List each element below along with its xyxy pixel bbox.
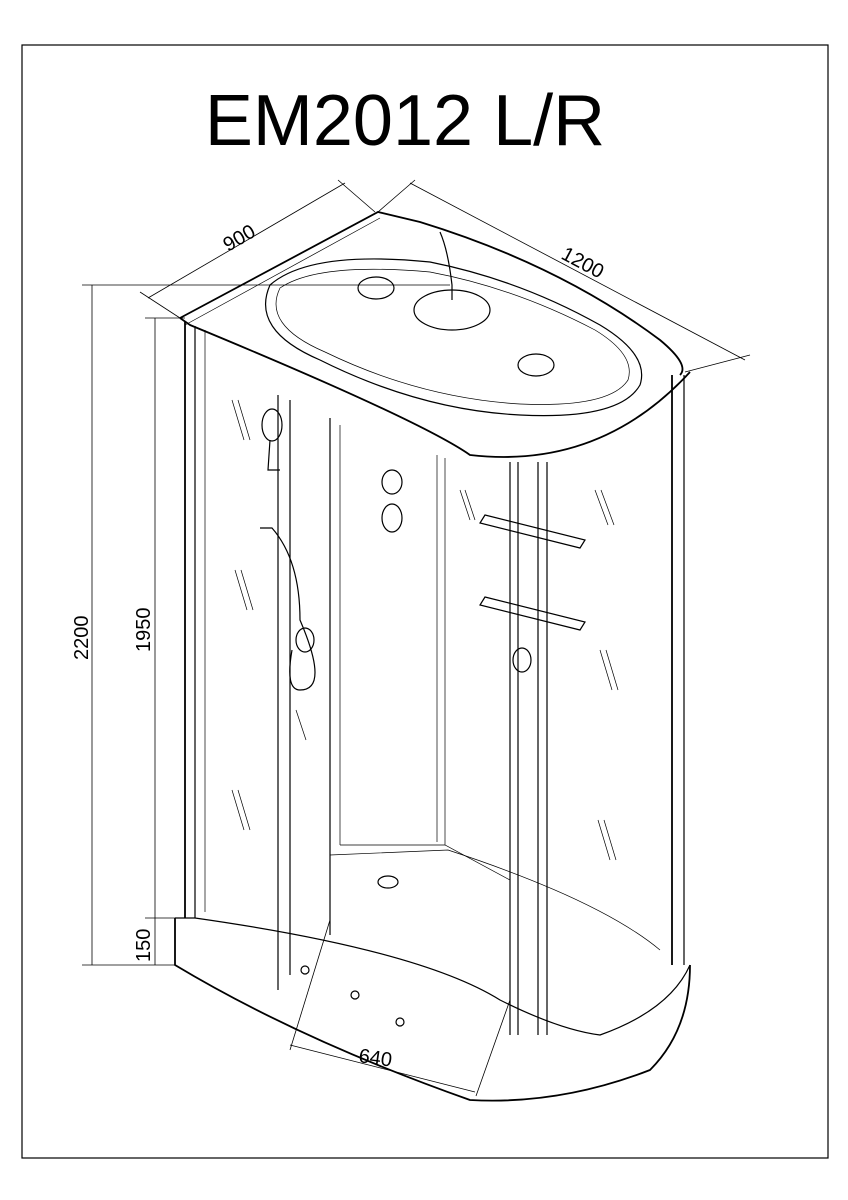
massage-jets	[381, 469, 403, 533]
dim-1200-label: 1200	[558, 243, 608, 283]
hand-shower	[260, 408, 316, 691]
dimension-150: 150	[133, 918, 156, 965]
dim-900-label: 900	[220, 221, 260, 257]
cabin-frame	[184, 322, 685, 1035]
model-title: EM2012 L/R	[205, 81, 605, 161]
shower-tray	[174, 875, 691, 1102]
dim-1950-label: 1950	[133, 608, 155, 653]
roof	[179, 211, 691, 458]
control-knob-icon	[512, 647, 532, 673]
drawing-frame	[21, 44, 829, 1159]
dimension-2200: 2200	[71, 284, 450, 966]
dimension-1200: 1200	[377, 179, 751, 373]
glass-reflections	[231, 399, 619, 861]
dimension-1950: 1950	[133, 317, 185, 919]
roof-light-icon	[357, 276, 395, 300]
drain-icon	[377, 875, 399, 889]
dimension-900: 900	[139, 179, 376, 319]
roof-light-icon	[517, 353, 555, 377]
dim-2200-label: 2200	[71, 616, 93, 661]
shelves	[479, 514, 586, 673]
mixer-knob-icon	[295, 627, 315, 653]
dim-150-label: 150	[133, 929, 155, 962]
hand-shower-head-icon	[261, 408, 283, 442]
dimension-640: 640	[289, 919, 511, 1097]
